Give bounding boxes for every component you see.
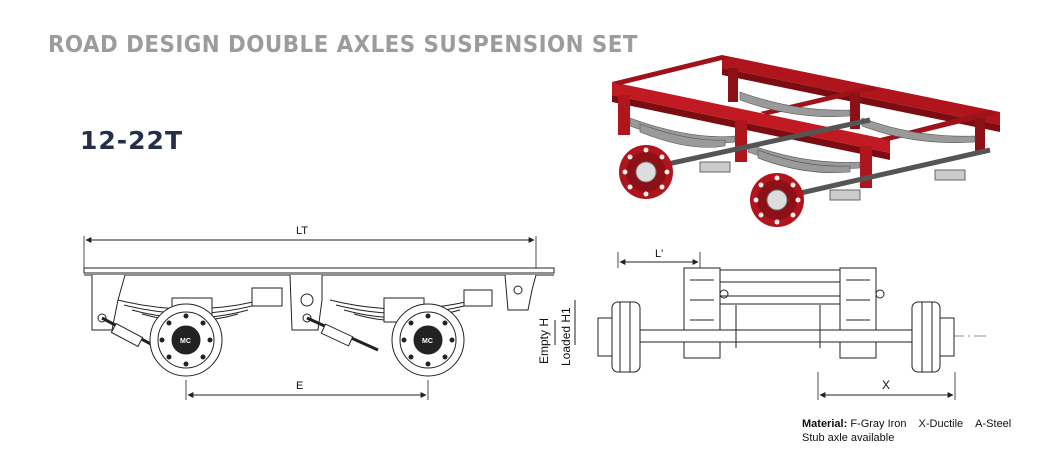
dim-empty-h-label: Empty H	[537, 318, 551, 364]
page-title: ROAD DESIGN DOUBLE AXLES SUSPENSION SET	[48, 32, 638, 58]
material-line: Material: F-Gray Iron X-Ductile A-Steel	[802, 417, 1023, 431]
side-view-drawing	[83, 236, 555, 400]
dim-l-label: L'	[655, 248, 663, 260]
capacity-label: 12-22T	[80, 126, 184, 155]
dim-x-label: X	[882, 378, 890, 392]
dim-e-label: E	[296, 380, 303, 392]
dim-lt-label: LT	[296, 225, 308, 237]
hub-logo-left: MC	[180, 338, 191, 345]
suspension-3d-render	[612, 55, 1000, 227]
hub-logo-right: MC	[422, 338, 433, 345]
material-note: Material: F-Gray Iron X-Ductile A-Steel St…	[802, 417, 1023, 445]
stub-axle-note: Stub axle available	[802, 432, 895, 444]
hub-icon	[750, 173, 804, 227]
material-label: Material:	[802, 418, 848, 430]
dim-loaded-h1-label: Loaded H1	[559, 307, 573, 366]
hub-icon	[619, 145, 673, 199]
material-item: X-Ductile	[918, 418, 964, 430]
material-item: A-Steel	[975, 418, 1012, 430]
material-item: F-Gray Iron	[850, 418, 907, 430]
top-view-drawing	[554, 252, 990, 400]
